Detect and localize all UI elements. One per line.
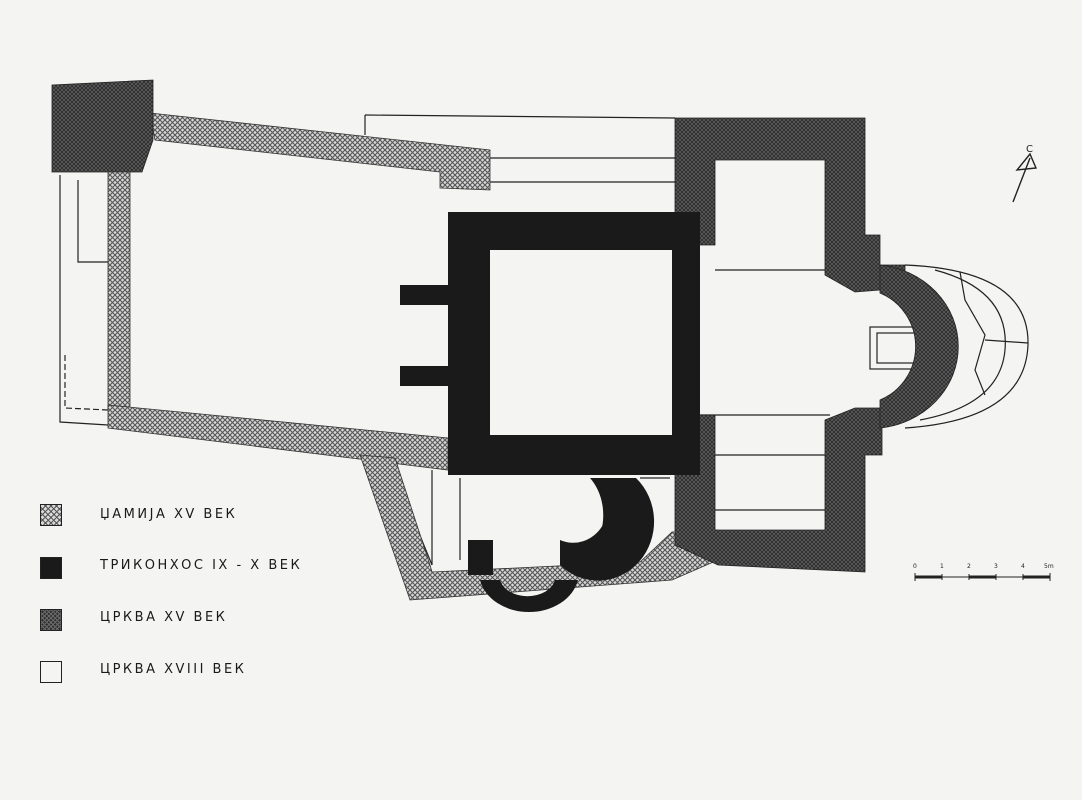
legend-swatch-mosque <box>40 504 62 526</box>
legend-swatch-church15 <box>40 609 62 631</box>
north-letter: С <box>1026 144 1033 155</box>
scale-tick-4: 4 <box>1021 563 1025 570</box>
scale-tick-0: 0 <box>913 563 917 570</box>
legend-label-church18: ЦРКВА XVIII ВЕК <box>100 662 247 677</box>
legend-label-mosque: ЏАМИЈА XV ВЕК <box>100 507 238 522</box>
church-18th-outline <box>59 114 1029 566</box>
legend-swatch-triconch <box>40 557 62 579</box>
scale-bar <box>914 573 1051 581</box>
north-arrow <box>1012 152 1038 203</box>
mosque-corner-tower <box>51 79 154 173</box>
legend-label-triconch: ТРИКОНХОС IX - X ВЕК <box>100 558 303 573</box>
scale-tick-1: 1 <box>940 563 944 570</box>
scale-tick-3: 3 <box>994 563 998 570</box>
triconch-walls <box>400 212 700 613</box>
legend-swatch-church18 <box>40 661 62 683</box>
scale-tick-5: 5m <box>1044 563 1054 570</box>
scale-tick-2: 2 <box>967 563 971 570</box>
legend-label-church15: ЦРКВА XV ВЕК <box>100 610 228 625</box>
church-15th-walls <box>674 117 959 573</box>
